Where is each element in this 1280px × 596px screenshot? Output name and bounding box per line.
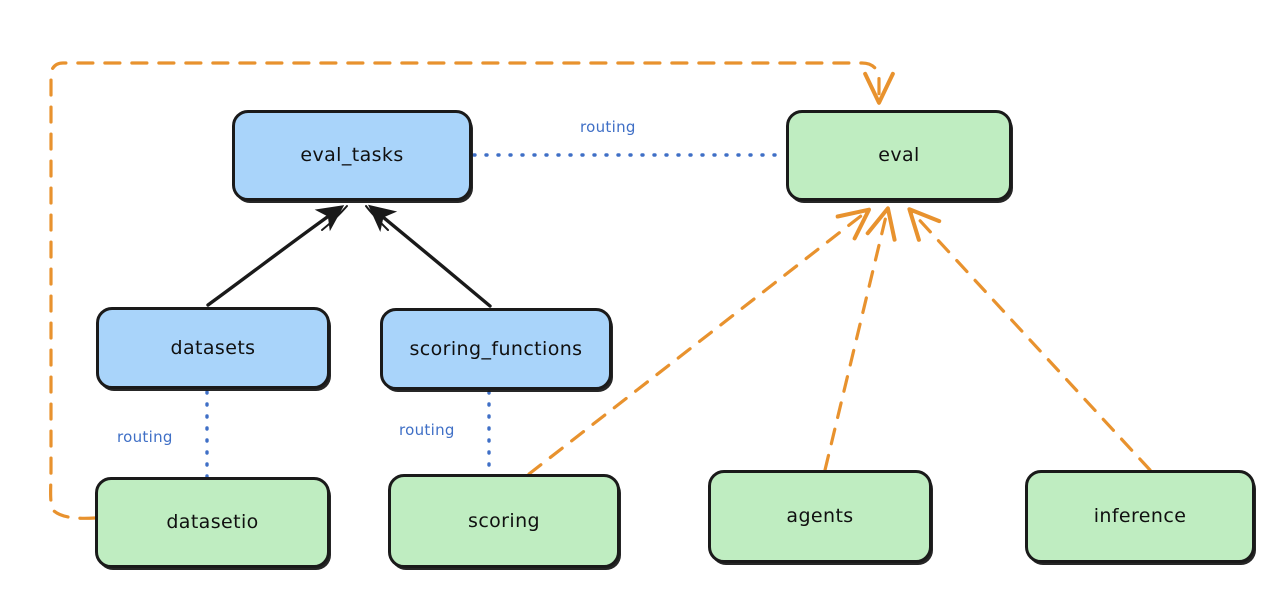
- edge-datasets-to-eval_tasks: [206, 205, 348, 307]
- edge-scoring_functions-to-eval_tasks: [365, 204, 492, 308]
- node-eval[interactable]: eval: [786, 110, 1012, 201]
- node-scoring-functions[interactable]: scoring_functions: [380, 308, 612, 390]
- node-label: datasets: [170, 336, 256, 359]
- edge-inference-to-eval: [907, 207, 1152, 472]
- node-label: agents: [786, 505, 854, 528]
- edge-label-routing-datasets-datasetio: routing: [117, 428, 173, 446]
- node-scoring[interactable]: scoring: [388, 474, 620, 568]
- edge-label-routing-scoring-functions-scoring: routing: [399, 421, 455, 439]
- node-label: datasetio: [166, 511, 259, 534]
- node-datasets[interactable]: datasets: [96, 307, 330, 389]
- node-eval-tasks[interactable]: eval_tasks: [232, 110, 472, 201]
- node-label: eval: [878, 144, 920, 167]
- edge-label-routing-eval-tasks-eval: routing: [580, 118, 636, 136]
- node-label: inference: [1093, 505, 1187, 528]
- node-datasetio[interactable]: datasetio: [95, 477, 330, 568]
- node-label: scoring_functions: [409, 337, 583, 360]
- node-label: scoring: [468, 509, 540, 532]
- edge-agents-to-eval: [823, 206, 897, 472]
- node-label: eval_tasks: [300, 144, 404, 167]
- node-inference[interactable]: inference: [1025, 470, 1255, 563]
- node-agents[interactable]: agents: [708, 470, 932, 563]
